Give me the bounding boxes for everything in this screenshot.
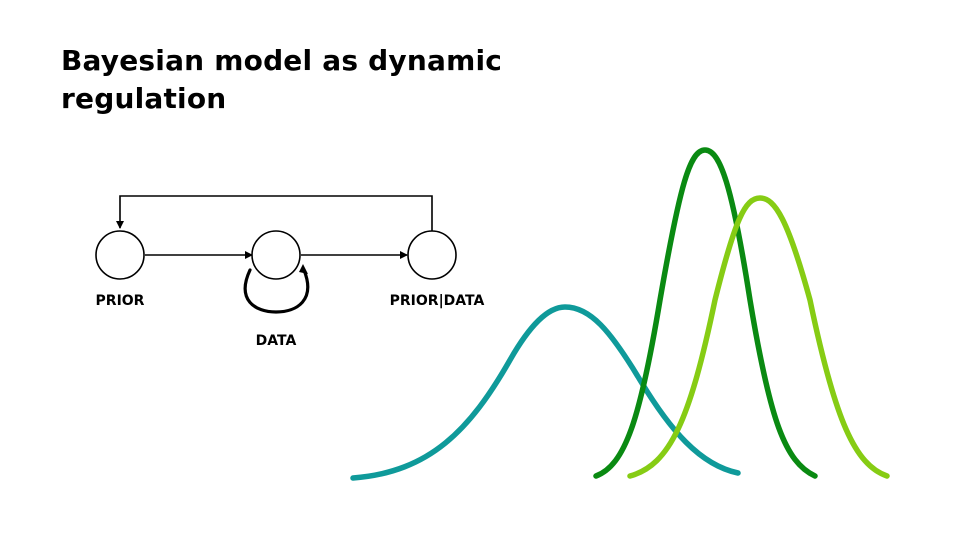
data-node bbox=[251, 230, 301, 280]
posterior-node bbox=[407, 230, 457, 280]
prior-label: PRIOR bbox=[96, 293, 145, 309]
data-self-loop-arrowhead bbox=[299, 264, 308, 274]
light-green-distribution-curve bbox=[627, 195, 890, 479]
teal-distribution-curve bbox=[350, 304, 741, 481]
slide-title-line-2: regulation bbox=[61, 82, 227, 115]
prior-node bbox=[95, 230, 145, 280]
dark-green-distribution-curve bbox=[593, 147, 818, 479]
slide-title: Bayesian model as dynamic regulation bbox=[61, 42, 521, 118]
data-label: DATA bbox=[256, 333, 297, 349]
data-self-loop bbox=[243, 268, 310, 314]
slide-title-line-1: Bayesian model as dynamic bbox=[61, 44, 503, 77]
feedback-arrow bbox=[116, 195, 433, 231]
posterior-label: PRIOR|DATA bbox=[390, 293, 485, 309]
